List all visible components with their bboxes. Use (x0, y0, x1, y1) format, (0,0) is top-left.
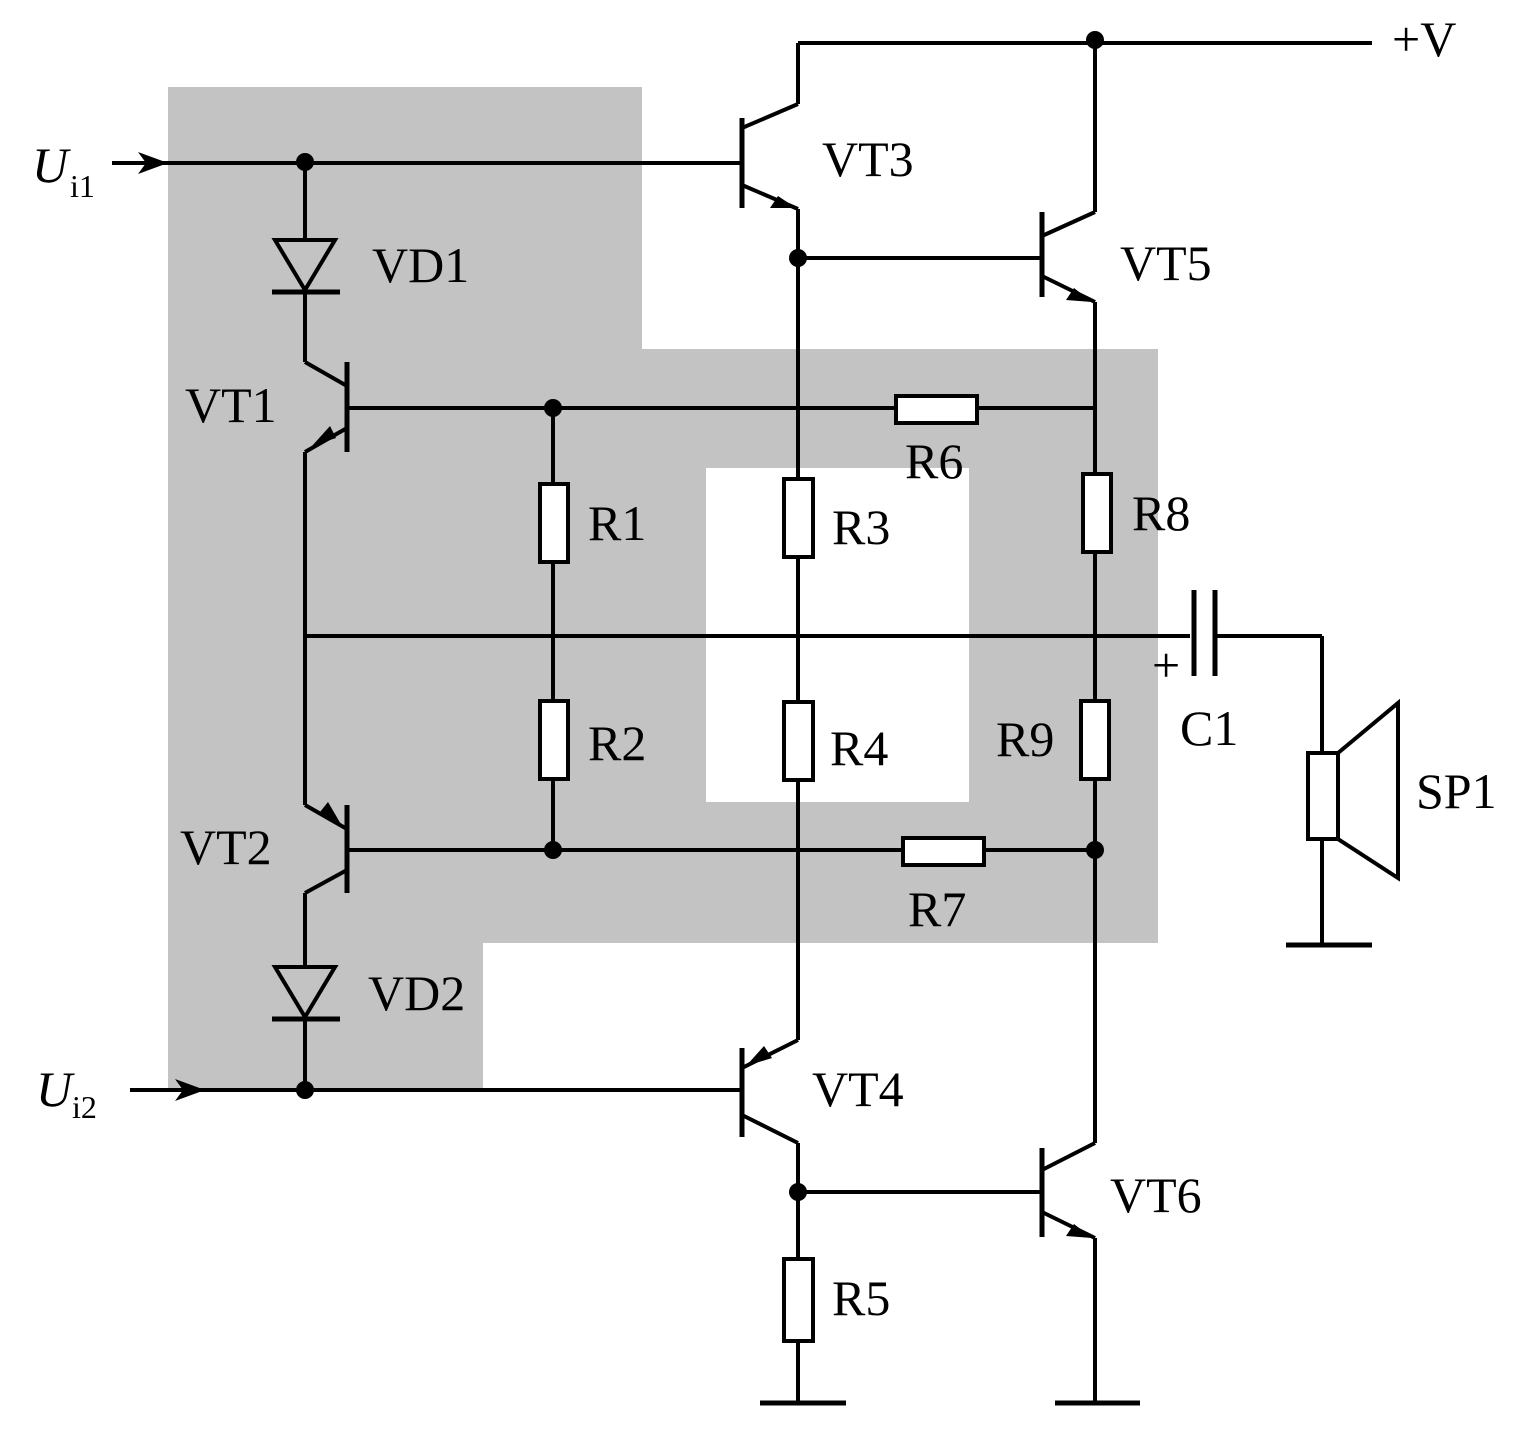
resistor-r6 (894, 394, 979, 425)
resistor-r7 (901, 836, 986, 867)
r5-label: R5 (832, 1270, 890, 1326)
vd2-label: VD2 (368, 965, 465, 1021)
vt3-label: VT3 (822, 131, 914, 187)
vd1-label: VD1 (372, 237, 469, 293)
supply-rail (796, 31, 1372, 104)
r1-label: R1 (588, 495, 646, 551)
r8-label: R8 (1132, 485, 1190, 541)
r7-label: R7 (908, 881, 966, 937)
vt5-label: VT5 (1120, 235, 1212, 291)
vt1-label: VT1 (185, 377, 277, 433)
transistor-vt6 (1039, 1141, 1140, 1406)
c1-polarity: + (1152, 637, 1180, 693)
supply-label: +V (1392, 11, 1456, 67)
vt2-label: VT2 (180, 819, 272, 875)
resistor-r5 (782, 1257, 815, 1343)
resistor-r9 (1079, 699, 1111, 781)
capacitor-c1 (1191, 590, 1322, 676)
sp1-label: SP1 (1416, 763, 1497, 819)
vt6-label: VT6 (1110, 1167, 1202, 1223)
input1-subscript: i1 (70, 168, 95, 204)
resistor-r3 (782, 477, 815, 559)
resistor-r8 (1081, 472, 1113, 554)
r3-label: R3 (832, 499, 890, 555)
r1-r2-branch (538, 408, 570, 850)
input1-label: U (32, 137, 71, 193)
input-ui2 (130, 1079, 740, 1101)
diode-vd1 (271, 163, 340, 362)
vt4-label: VT4 (812, 1061, 904, 1117)
diode-vd2 (271, 965, 340, 1090)
highlight-region (168, 87, 1158, 1090)
c1-label: C1 (1180, 700, 1238, 756)
transistor-vt3 (739, 102, 1040, 1040)
input2-subscript: i2 (72, 1089, 97, 1125)
input-ui1 (112, 152, 740, 174)
r4-label: R4 (830, 720, 888, 776)
r9-label: R9 (996, 711, 1054, 767)
r2-label: R2 (588, 715, 646, 771)
node-r9-r7 (1086, 841, 1104, 859)
resistor-r4 (782, 700, 815, 782)
input2-label: U (36, 1061, 75, 1117)
speaker-sp1 (1286, 636, 1400, 948)
r6-label: R6 (905, 433, 963, 489)
